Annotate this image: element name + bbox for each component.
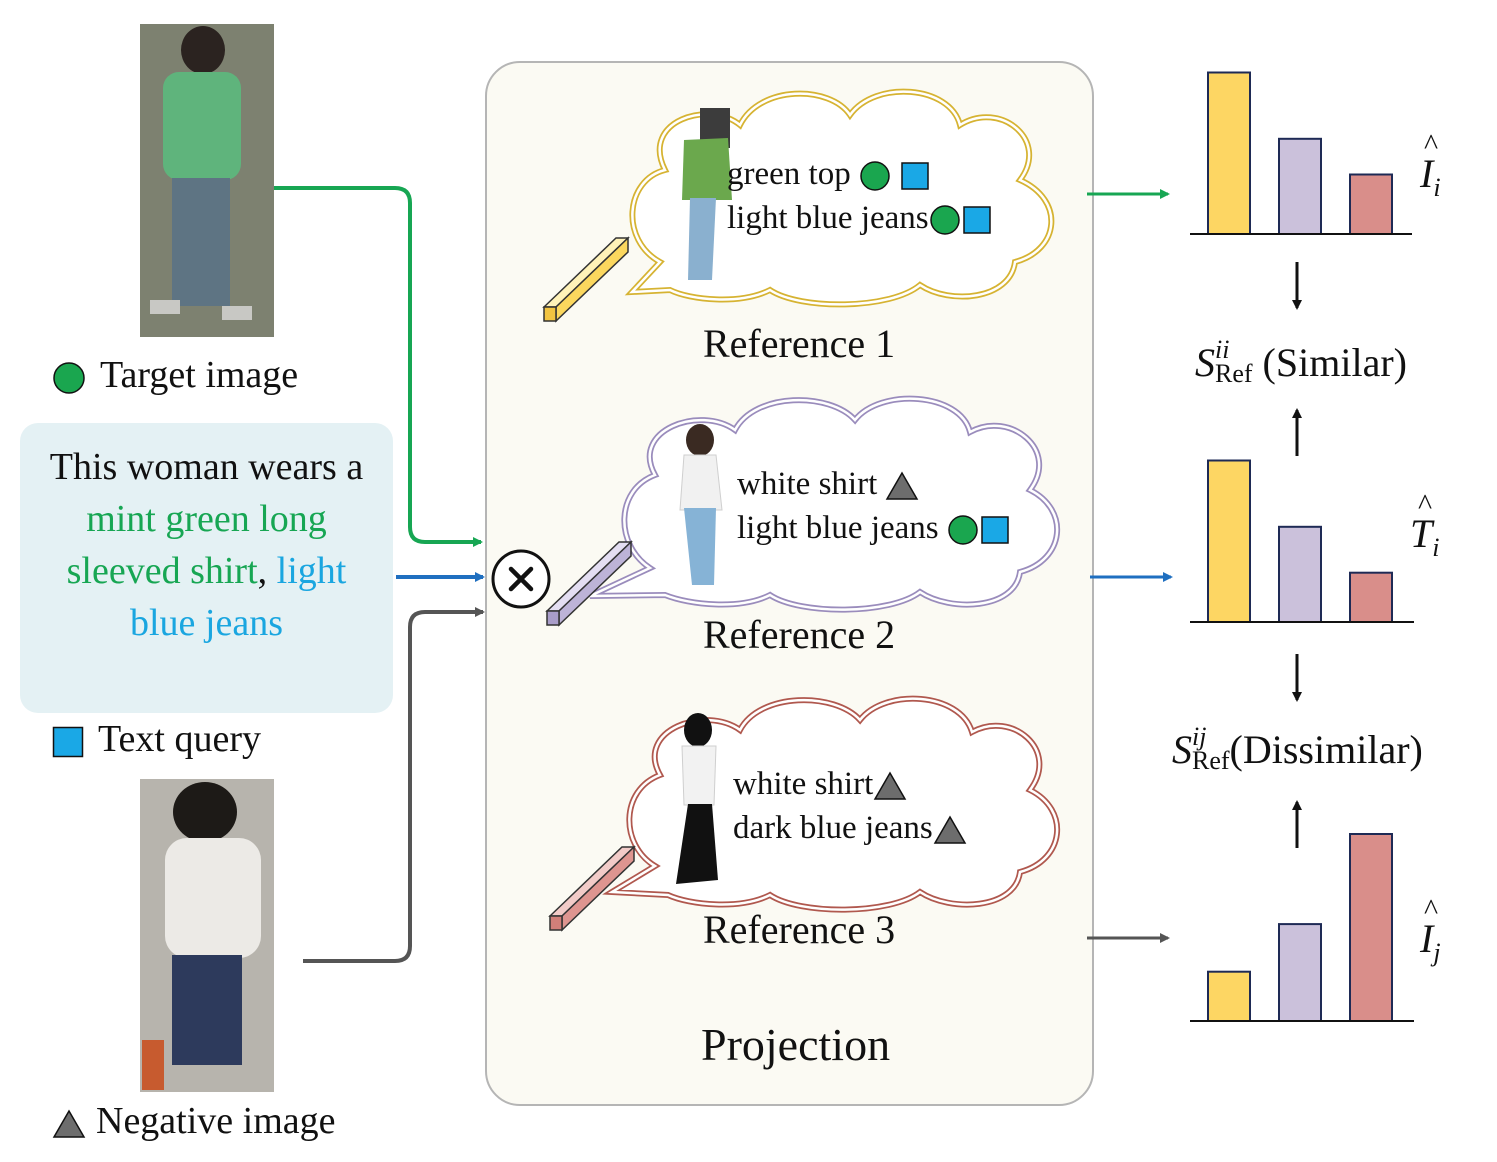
reference-1-person (682, 108, 732, 280)
gray-triangle-icon (933, 815, 967, 845)
reference-2-person (679, 424, 723, 585)
histogram-1-bar-1 (1207, 71, 1251, 235)
s-dissimilar-sup: ij (1192, 722, 1207, 751)
reference-2-attributes: white shirt light blue jeans (737, 462, 1011, 550)
query-text-mint: mint green long sleeved shirt (66, 498, 327, 592)
text-query-legend: Text query (52, 718, 262, 761)
reference-3-person (676, 713, 718, 884)
blue-square-icon (981, 516, 1009, 545)
reference-1-feature-bar (542, 236, 630, 323)
histogram-3-bar-1 (1207, 970, 1251, 1023)
s-similar-note: (Similar) (1262, 340, 1407, 385)
projection-title: Projection (701, 1019, 891, 1070)
multiply-operator (491, 549, 551, 609)
histogram-3-bar-3 (1349, 833, 1393, 1022)
text-query-box: This woman wears a mint green long sleev… (20, 423, 393, 713)
s-similar-sup: ii (1215, 335, 1230, 364)
query-text-blue: light blue jeans (129, 550, 347, 644)
blue-square-icon (901, 162, 929, 191)
reference-3-cloud (602, 695, 1060, 913)
target-image (140, 24, 274, 337)
t-hat-i-sub: i (1432, 533, 1440, 562)
histogram-2-bar-1 (1207, 459, 1251, 623)
s-similar-sub: Ref (1215, 359, 1253, 388)
i-hat-j-base: I (1420, 916, 1434, 961)
negative-image-legend: Negative image (52, 1100, 336, 1143)
reference-3-feature-bar (548, 845, 636, 932)
i-hat-i-label: ^Ii (1420, 128, 1441, 202)
gray-triangle-icon (52, 1109, 86, 1139)
green-circle-icon (948, 515, 978, 546)
reference-2-line-2: light blue jeans (737, 510, 939, 546)
s-dissimilar-base: S (1172, 727, 1192, 772)
reference-1-attributes: green top light blue jeans (727, 152, 993, 240)
negative-image (140, 779, 274, 1092)
reference-1-line-2: light blue jeans (727, 200, 929, 236)
histogram-1-bar-3 (1349, 173, 1393, 235)
histogram-2-bar-3 (1349, 571, 1393, 624)
reference-2-title: Reference 2 (703, 612, 896, 657)
blue-square-icon (962, 206, 991, 235)
negative-image-label: Negative image (96, 1100, 336, 1142)
s-dissimilar-sub: Ref (1192, 746, 1230, 775)
s-similar-base: S (1195, 340, 1215, 385)
target-image-legend: Target image (52, 354, 299, 397)
t-hat-i-base: T (1410, 511, 1433, 556)
reference-1-title: Reference 1 (703, 321, 896, 366)
green-circle-icon (53, 362, 85, 395)
reference-2-feature-bar (545, 540, 633, 627)
i-hat-j-label: ^Ij (1420, 893, 1441, 967)
histogram-1-bar-2 (1278, 137, 1322, 235)
green-circle-icon (929, 205, 960, 236)
gray-triangle-icon (886, 471, 919, 501)
s-dissimilar-note: (Dissimilar) (1229, 727, 1423, 772)
query-text-plain: This woman wears a (49, 446, 364, 488)
reference-3-line-2: dark blue jeans (733, 810, 933, 846)
reference-3-line-1: white shirt (733, 766, 874, 802)
reference-3-attributes: white shirt dark blue jeans (733, 762, 967, 850)
reference-2-line-1: white shirt (737, 466, 878, 502)
histogram-2-bar-2 (1278, 525, 1322, 623)
i-hat-j-sub: j (1433, 938, 1441, 967)
reference-1-cloud (624, 88, 1055, 308)
query-text-comma: , (257, 550, 277, 592)
target-arrow (274, 186, 483, 547)
reference-1-line-1: green top (727, 156, 851, 192)
blue-square-icon (52, 727, 84, 758)
i-hat-i-sub: i (1433, 173, 1441, 202)
target-image-label: Target image (100, 354, 299, 396)
i-hat-i-base: I (1420, 151, 1434, 196)
green-circle-icon (860, 161, 890, 192)
histogram-group (1190, 71, 1414, 1023)
histogram-3-bar-2 (1278, 923, 1322, 1022)
reference-3-title: Reference 3 (703, 907, 896, 952)
text-query-label: Text query (98, 718, 262, 760)
gray-triangle-icon (873, 771, 907, 801)
negative-arrow (303, 607, 485, 963)
t-hat-i-label: ^Ti (1410, 488, 1440, 562)
